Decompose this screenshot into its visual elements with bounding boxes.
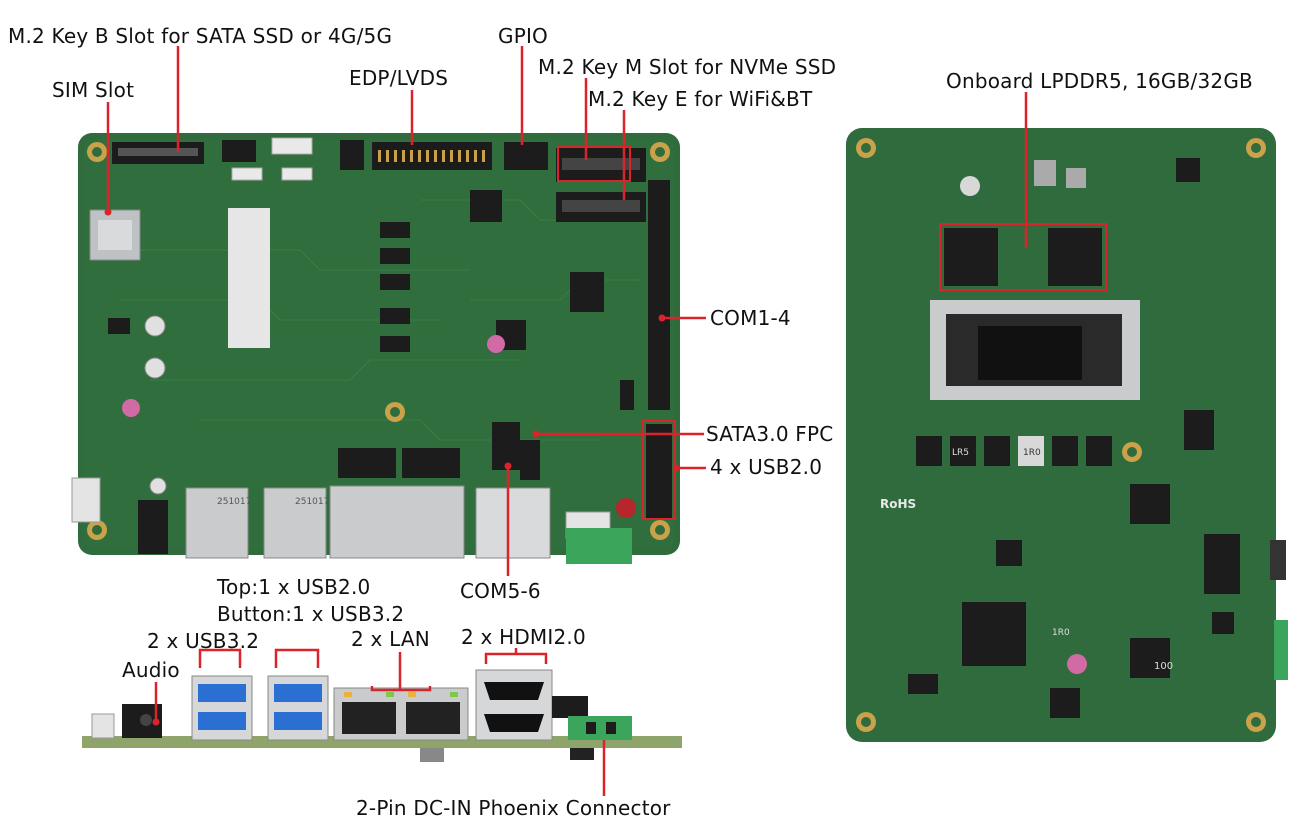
com1-4-header <box>648 180 670 410</box>
gpio-header <box>504 142 548 170</box>
label-edp-lvds: EDP/LVDS <box>349 66 449 90</box>
board-top-view <box>71 133 680 564</box>
label-gpio: GPIO <box>498 24 548 48</box>
rohs-text: RoHS <box>880 497 916 511</box>
dc-in-terminal-top <box>566 528 632 564</box>
label-com1-4: COM1-4 <box>710 306 791 330</box>
dc-in-terminal-side <box>568 716 632 740</box>
lan-transformer-2 <box>402 448 460 478</box>
usb-stack-1-top <box>185 487 249 559</box>
label-usb-top: Top:1 x USB2.0 <box>217 575 371 599</box>
serial-sticker <box>228 208 270 348</box>
inductor-mid-text: 1R0 <box>1023 448 1041 458</box>
label-m2-key-m: M.2 Key M Slot for NVMe SSD <box>538 55 837 79</box>
callout-dots <box>104 208 680 726</box>
hdmi-ports-top <box>475 487 551 559</box>
label-usb20: 4 x USB2.0 <box>710 455 823 479</box>
board-bottom-view <box>846 128 1288 742</box>
label-hdmi: 2 x HDMI2.0 <box>461 625 586 649</box>
lpddr5-chip-2 <box>1048 228 1102 286</box>
lan-ports-top <box>329 485 465 559</box>
label-m2-key-b: M.2 Key B Slot for SATA SSD or 4G/5G <box>8 24 393 48</box>
usb-port-1-text: 251017 <box>217 497 251 507</box>
ite-ec-chip <box>962 602 1026 666</box>
choke-text: 100 <box>1154 661 1173 672</box>
label-sata-fpc: SATA3.0 FPC <box>706 422 834 446</box>
lpddr5-chip-1 <box>944 228 998 286</box>
label-sim-slot: SIM Slot <box>52 78 135 102</box>
usb-port-2-text: 251017 <box>295 497 329 507</box>
usb-stack-2-top <box>263 487 327 559</box>
choke-2-text: 1R0 <box>1052 628 1070 638</box>
board-side-view <box>82 669 682 762</box>
edp-lvds-connector <box>372 142 492 170</box>
label-dc-in: 2-Pin DC-IN Phoenix Connector <box>356 796 671 820</box>
usb20-header <box>646 424 672 518</box>
label-m2-key-e: M.2 Key E for WiFi&BT <box>588 87 813 111</box>
inductor-text: LR5 <box>952 448 969 458</box>
label-audio: Audio <box>122 658 180 682</box>
lan-transformer-1 <box>338 448 396 478</box>
label-usb32: 2 x USB3.2 <box>147 629 260 653</box>
audio-jack-top <box>138 500 168 554</box>
label-lan: 2 x LAN <box>351 627 430 651</box>
label-lpddr5: Onboard LPDDR5, 16GB/32GB <box>946 69 1253 93</box>
label-com5-6: COM5-6 <box>460 579 541 603</box>
callout-lines <box>106 46 1028 796</box>
sata-fpc-connector <box>492 422 520 470</box>
label-usb-bottom: Button:1 x USB3.2 <box>217 602 405 626</box>
